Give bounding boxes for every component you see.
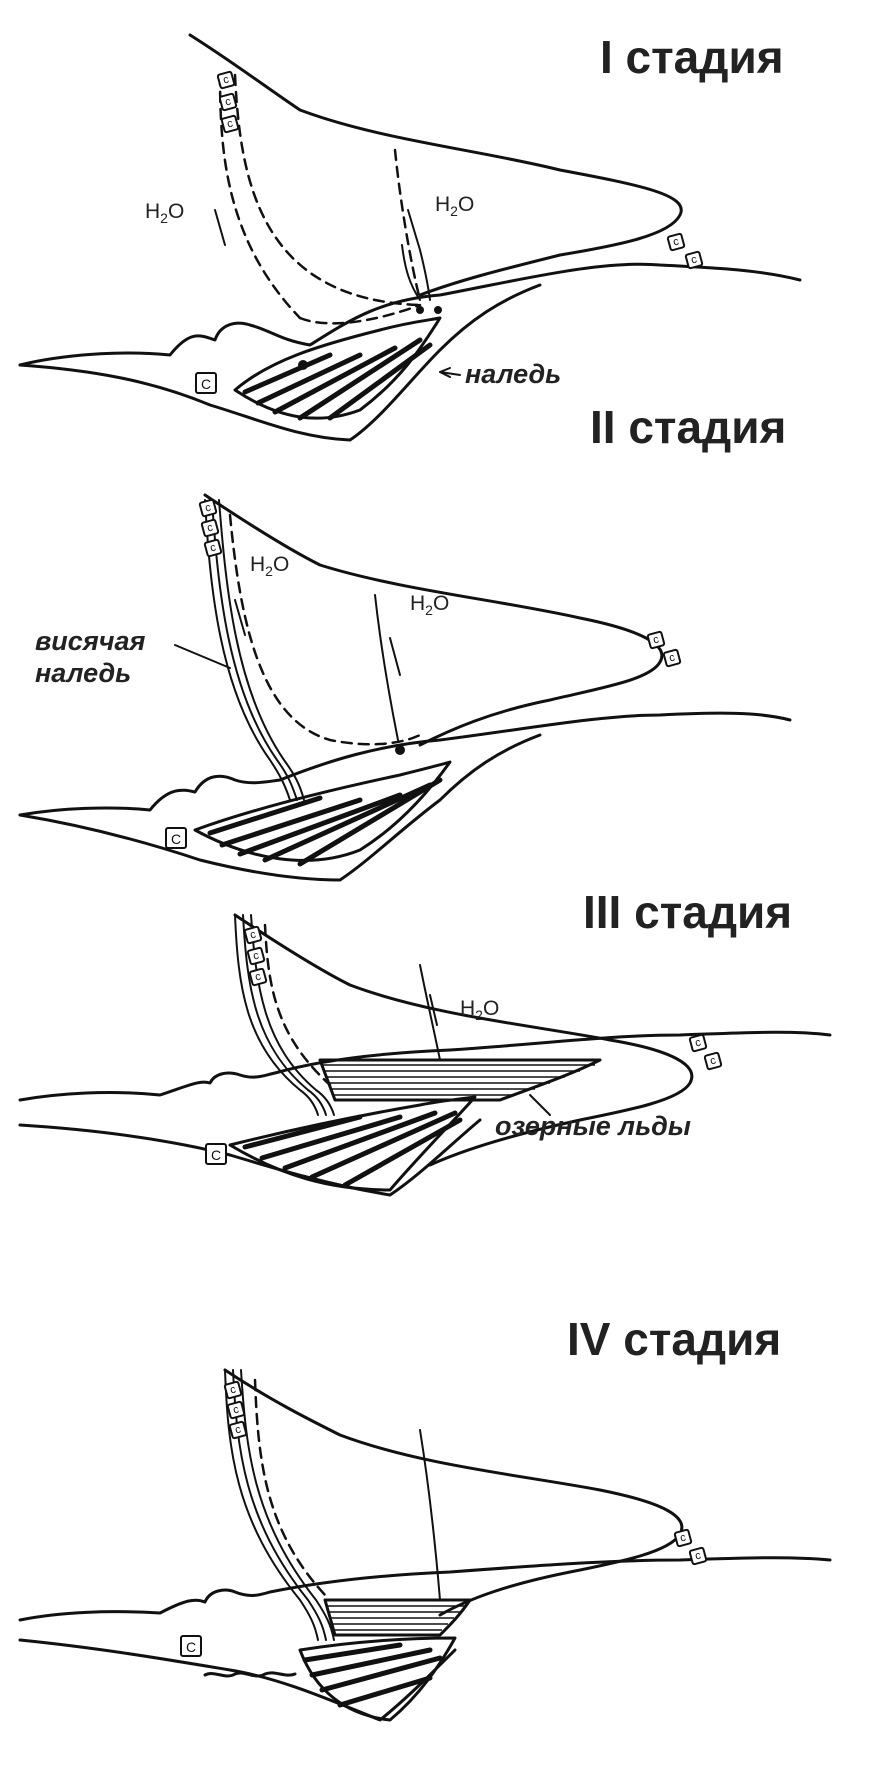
stage-3-drawing [0,885,878,1325]
water-label: H2O [460,997,499,1023]
label-leader [175,645,230,668]
boulder-marker: C [205,1143,227,1165]
glacier-outline [205,495,662,745]
flow-arrow [390,638,400,675]
water-drop [395,745,405,755]
moraine-dots [205,1673,295,1676]
naled-hatch [210,798,320,833]
flow-arrow [215,210,225,245]
flow-arrow [408,210,420,250]
lake-ice-outline [320,1060,600,1100]
valley-floor [20,1640,455,1720]
crevasse-line [395,150,420,300]
stage-title: I стадия [600,30,784,84]
hanging-naled-band [235,915,318,1115]
meltwater-channel [235,75,420,305]
meltwater-channel [300,305,420,323]
water-label: H2O [250,553,289,579]
water-label: H2O [410,592,449,618]
hanging-naled-band [243,915,326,1115]
water-label: H2O [435,193,474,219]
hanging-naled-band [233,1370,326,1640]
stage-2-drawing [0,440,878,880]
meltwater-channel [220,75,300,318]
glacier-outline [225,1370,682,1615]
naled-hatch [300,340,420,418]
boulder-marker: C [180,1635,202,1657]
stage-4-drawing [0,1320,878,1760]
stage-title: III стадия [583,885,792,939]
naled-label: наледь [465,358,561,390]
boulder-marker: C [195,372,217,394]
stage-3-panel: III стадия озерные льды H2O C c c c c c [0,885,878,1325]
water-drop [416,306,424,314]
stage-title: II стадия [590,400,786,454]
crevasse [375,595,398,740]
naled-hatch [240,795,400,854]
stage-title: IV стадия [567,1312,781,1366]
stage-4-panel: IV стадия C c c c c c [0,1320,878,1760]
boulder-marker: C [165,827,187,849]
hanging-naled-label: наледь [35,657,131,689]
water-label: H2O [145,200,184,226]
water-drop [298,360,308,370]
stage-2-panel: II стадия висячая наледь H2O H2O C c c c… [0,440,878,880]
crevasse [420,965,440,1060]
ground-line [20,1558,830,1620]
hanging-naled-label: висячая [35,625,145,657]
stage-1-panel: I стадия наледь H2O H2O C c c c c c [0,0,878,440]
naled-hatch [285,1113,435,1168]
water-drop [434,306,442,314]
lake-ice-label: озерные льды [495,1110,691,1142]
hanging-naled-band [251,915,334,1115]
